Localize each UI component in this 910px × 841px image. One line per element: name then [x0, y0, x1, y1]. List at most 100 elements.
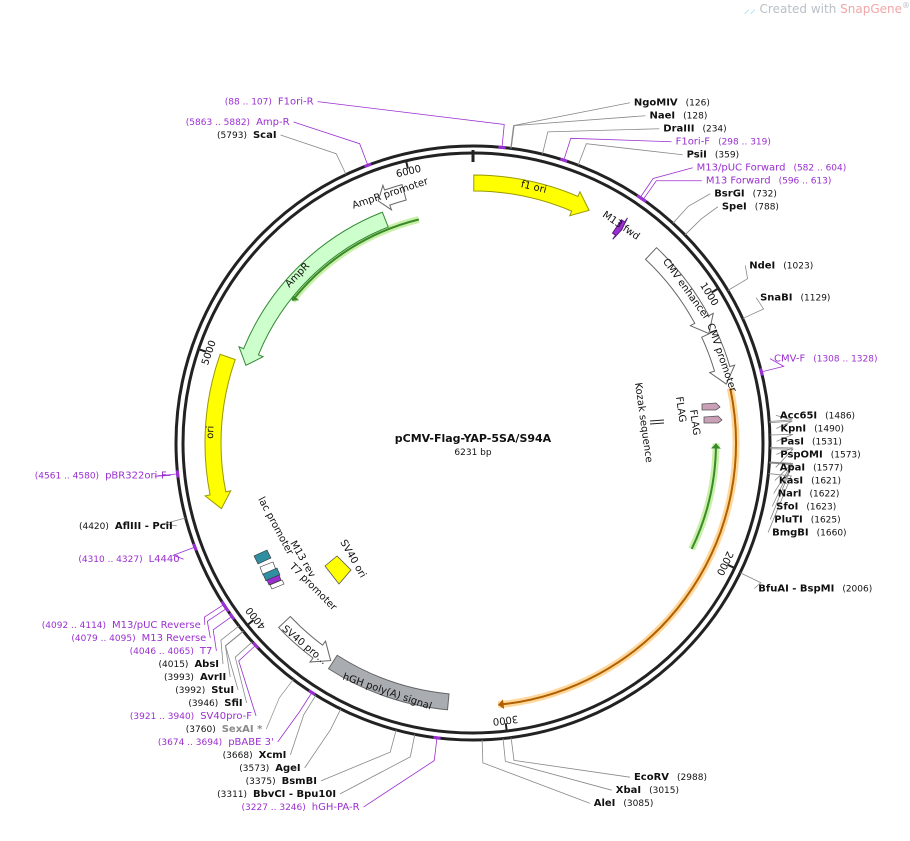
site-label[interactable]: BmgBI(1660) [772, 527, 846, 538]
site-leader [277, 692, 313, 743]
site-label[interactable]: (5793)ScaI [217, 130, 277, 141]
site-label[interactable]: (3375)BsmBI [246, 776, 317, 787]
site-leader [769, 462, 793, 507]
site-name: F1ori-R [278, 97, 314, 108]
site-label[interactable]: (5863 .. 5882) Amp-R [186, 117, 290, 128]
site-leader [563, 137, 672, 161]
cmv-enhancer-feature [644, 246, 714, 335]
site-name: ScaI [253, 130, 277, 141]
credit-prefix: Created with [759, 2, 837, 16]
primer-mark [433, 735, 441, 740]
site-label[interactable]: (3992)StuI [175, 685, 234, 696]
site-label[interactable]: (4015)AbsI [159, 659, 220, 670]
site-leader [727, 265, 749, 291]
site-label[interactable]: (4310 .. 4327)L4440 [78, 554, 179, 565]
site-label[interactable]: (3674 .. 3694)pBABE 3' [158, 737, 274, 748]
site-position: (1577) [813, 463, 843, 473]
site-label[interactable]: PsiI(359) [687, 150, 739, 161]
site-label[interactable]: BsrGI(732) [714, 189, 777, 200]
site-name: pBABE 3' [228, 737, 274, 748]
site-label[interactable]: ApaI(1577) [780, 462, 843, 473]
site-name: Amp-R [256, 117, 290, 128]
site-label[interactable]: NaeI(128) [650, 111, 708, 122]
site-label[interactable]: M13 Forward(596 .. 613) [706, 176, 832, 187]
site-leader [238, 645, 257, 717]
site-label[interactable]: EcoRV(2988) [634, 772, 707, 783]
plasmid-length: 6231 bp [454, 448, 491, 458]
site-leader [639, 167, 693, 198]
site-label[interactable]: CMV-F(1308 .. 1328) [774, 354, 878, 365]
site-label[interactable]: (4079 .. 4095)M13 Reverse [71, 633, 206, 644]
ruler-tick [504, 722, 508, 732]
site-label[interactable]: DraIII(234) [663, 124, 726, 135]
amp-r-feature [238, 211, 389, 367]
ruler-tick [405, 160, 409, 169]
site-label[interactable]: SpeI(788) [722, 202, 779, 213]
site-position: (3993) [164, 673, 194, 683]
site-name: hGH-PA-R [312, 802, 360, 813]
site-label[interactable]: SnaBI(1129) [760, 293, 830, 304]
site-leader [739, 572, 762, 589]
site-label[interactable]: (4420)AflIII - PciI [79, 521, 173, 532]
site-label[interactable]: (3760)SexAI * [186, 724, 263, 735]
site-name: F1ori-F [676, 137, 711, 148]
site-label[interactable]: BfuAI - BspMI(2006) [758, 584, 872, 595]
site-leader-lines [154, 101, 794, 808]
site-position: (5863 .. 5882) [186, 118, 250, 128]
site-label[interactable]: PluTI(1625) [774, 514, 840, 525]
site-label[interactable]: Acc65I(1486) [780, 410, 855, 421]
site-label[interactable]: NgoMIV(126) [634, 98, 710, 109]
site-leader [769, 415, 793, 422]
site-label[interactable]: (4092 .. 4114)M13/pUC Reverse [42, 620, 201, 631]
site-label[interactable]: PspOMI(1573) [780, 449, 860, 460]
site-label[interactable]: (88 .. 107)F1ori-R [225, 97, 314, 108]
site-position: (1486) [825, 411, 855, 421]
site-label[interactable]: M13/pUC Forward(582 .. 604) [697, 163, 847, 174]
site-label[interactable]: (3311)BbvCI - Bpu10I [217, 789, 336, 800]
site-leader [769, 420, 793, 429]
primer-mark [252, 641, 260, 649]
site-name: PasI [780, 436, 803, 447]
site-label[interactable]: SfoI(1623) [776, 501, 836, 512]
site-label[interactable]: XbaI(3015) [616, 785, 679, 796]
site-leader [220, 625, 240, 664]
site-position: (4015) [159, 660, 189, 670]
site-position: (234) [702, 125, 726, 135]
site-leader [320, 729, 397, 782]
site-name: BsrGI [714, 189, 744, 200]
orf-orange-head [498, 699, 505, 710]
site-leader [206, 608, 227, 638]
site-name: KpnI [780, 423, 806, 434]
site-position: (3227 .. 3246) [242, 803, 306, 813]
site-labels: NgoMIV(126)NaeI(128)DraIII(234)F1ori-F(2… [35, 97, 878, 813]
site-position: (359) [715, 151, 739, 161]
site-leader [761, 358, 785, 373]
site-leader [642, 180, 702, 200]
site-name: M13/pUC Forward [697, 163, 786, 174]
site-position: (1622) [809, 489, 839, 499]
site-label[interactable]: (3227 .. 3246) hGH-PA-R [242, 802, 360, 813]
site-label[interactable]: F1ori-F(298 .. 319) [676, 137, 771, 148]
kozak-mark-2 [649, 422, 665, 425]
site-leader [502, 738, 612, 791]
site-label[interactable]: (3946)SfiI [188, 698, 242, 709]
site-label[interactable]: AleI(3085) [594, 798, 654, 809]
hgh-polya-feature [327, 654, 450, 711]
site-label[interactable]: (3573)AgeI [239, 763, 300, 774]
site-label[interactable]: PasI(1531) [780, 436, 841, 447]
site-label[interactable]: KpnI(1490) [780, 423, 844, 434]
site-label[interactable]: (3668)XcmI [223, 750, 287, 761]
site-name: NarI [778, 488, 802, 499]
site-label[interactable]: (4046 .. 4065)T7 [130, 646, 213, 657]
site-label[interactable]: (3921 .. 3940)SV40pro-F [130, 711, 252, 722]
site-label[interactable]: (3993)AvrII [164, 672, 226, 683]
site-label[interactable]: KasI(1621) [779, 475, 841, 486]
site-position: (1621) [811, 476, 841, 486]
site-leader [742, 297, 765, 319]
site-label[interactable]: NdeI(1023) [749, 260, 813, 271]
site-position: (3946) [188, 699, 218, 709]
site-label[interactable]: (4561 .. 4580)pBR322ori-F [35, 470, 167, 481]
site-label[interactable]: NarI (1622) [778, 488, 840, 499]
plasmid-name: pCMV-Flag-YAP-5SA/S94A [395, 432, 552, 445]
